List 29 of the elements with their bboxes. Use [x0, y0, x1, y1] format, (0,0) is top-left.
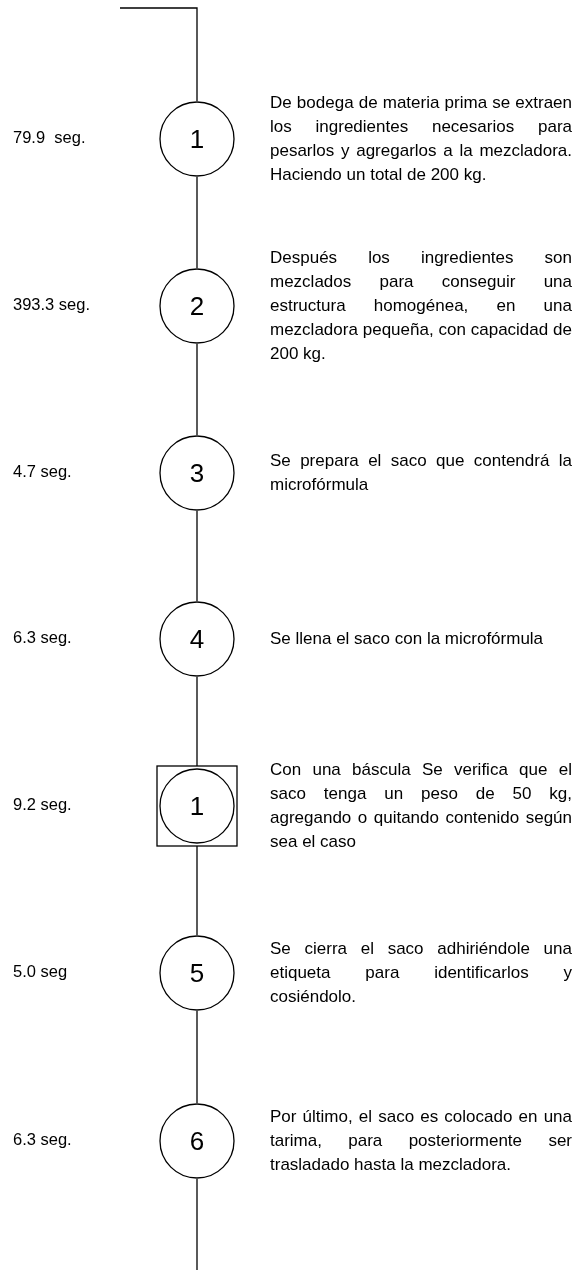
time-label: 6.3 seg. [13, 628, 72, 646]
step-description: Después los ingredientes son mezclados para conseguir una estructura homogénea, en una mezcladora pequeña, con capacidad de 200 kg. [270, 247, 572, 365]
time-label: 4.7 seg. [13, 462, 72, 480]
time-label: 393.3 seg. [13, 295, 91, 313]
step-description: Se cierra el saco adhiriéndole una etiqueta para identificarlos y cosiéndolo. [270, 938, 572, 1008]
step-number: 5 [189, 957, 205, 989]
step-number: 4 [189, 623, 205, 655]
step-description: Se prepara el saco que contendrá la microfórmula [270, 450, 572, 496]
time-label: 79.9 seg. [13, 128, 86, 146]
step-description: Por último, el saco es colocado en una tarima, para posteriormente ser trasladado hasta la mezcladora. [270, 1106, 572, 1176]
step-number: 1 [189, 790, 205, 822]
step-number: 1 [189, 123, 205, 155]
step-number: 6 [189, 1125, 205, 1157]
flow-line [196, 343, 198, 436]
time-label: 5.0 seg [13, 962, 68, 980]
flow-line [196, 1178, 198, 1270]
flow-line [196, 176, 198, 269]
step-number: 3 [189, 457, 205, 489]
flow-line [196, 1010, 198, 1104]
step-number: 2 [189, 290, 205, 322]
flow-line [196, 510, 198, 602]
time-label: 6.3 seg. [13, 1130, 72, 1148]
time-label: 9.2 seg. [13, 795, 72, 813]
step-description: Se llena el saco con la microfórmula [270, 628, 545, 650]
flow-line [119, 7, 198, 102]
flow-line [196, 676, 198, 767]
step-description: De bodega de materia prima se extraen los ingredientes necesarios para pesarlos y agregarlos a la mezcladora. Haciendo un total de 200 kg. [270, 92, 572, 186]
flow-line [196, 845, 198, 936]
step-description: Con una báscula Se verifica que el saco tenga un peso de 50 kg, agregando o quitando contenido según sea el caso [270, 759, 572, 853]
